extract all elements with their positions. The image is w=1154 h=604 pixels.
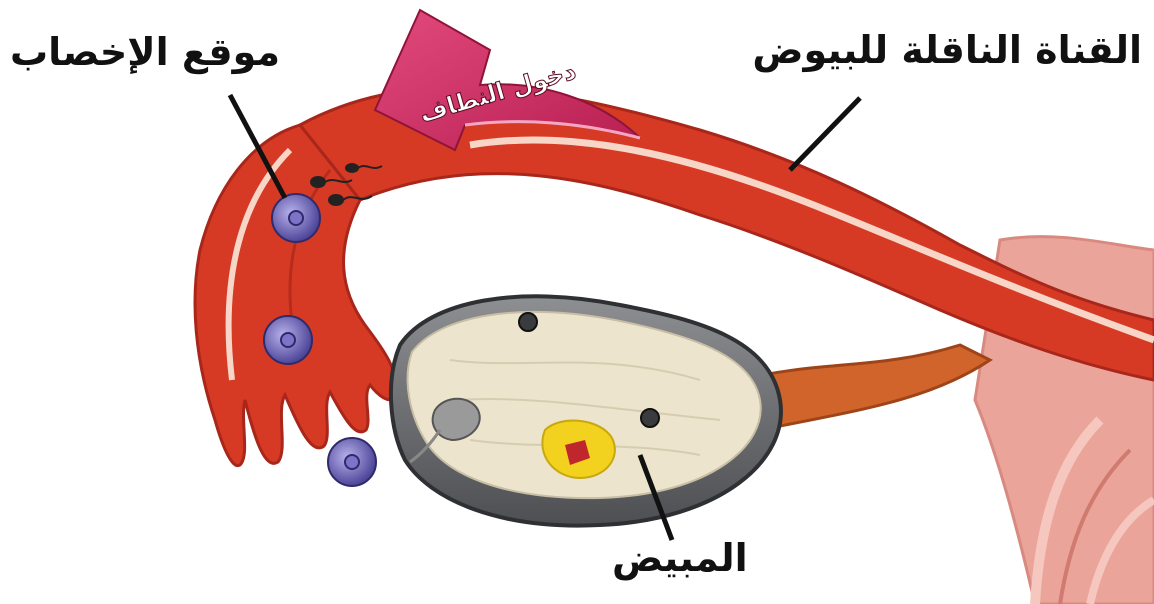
egg-cell [328,438,376,486]
egg-cell [272,194,320,242]
fertilization-site-label: موقع الإخصاب [10,30,280,74]
ovary-label: المبيض [612,536,748,580]
ovary [391,296,781,525]
fallopian-tube-label: القناة الناقلة للبيوض [752,28,1142,72]
egg-cell [264,316,312,364]
tube-leader-line [790,98,860,170]
